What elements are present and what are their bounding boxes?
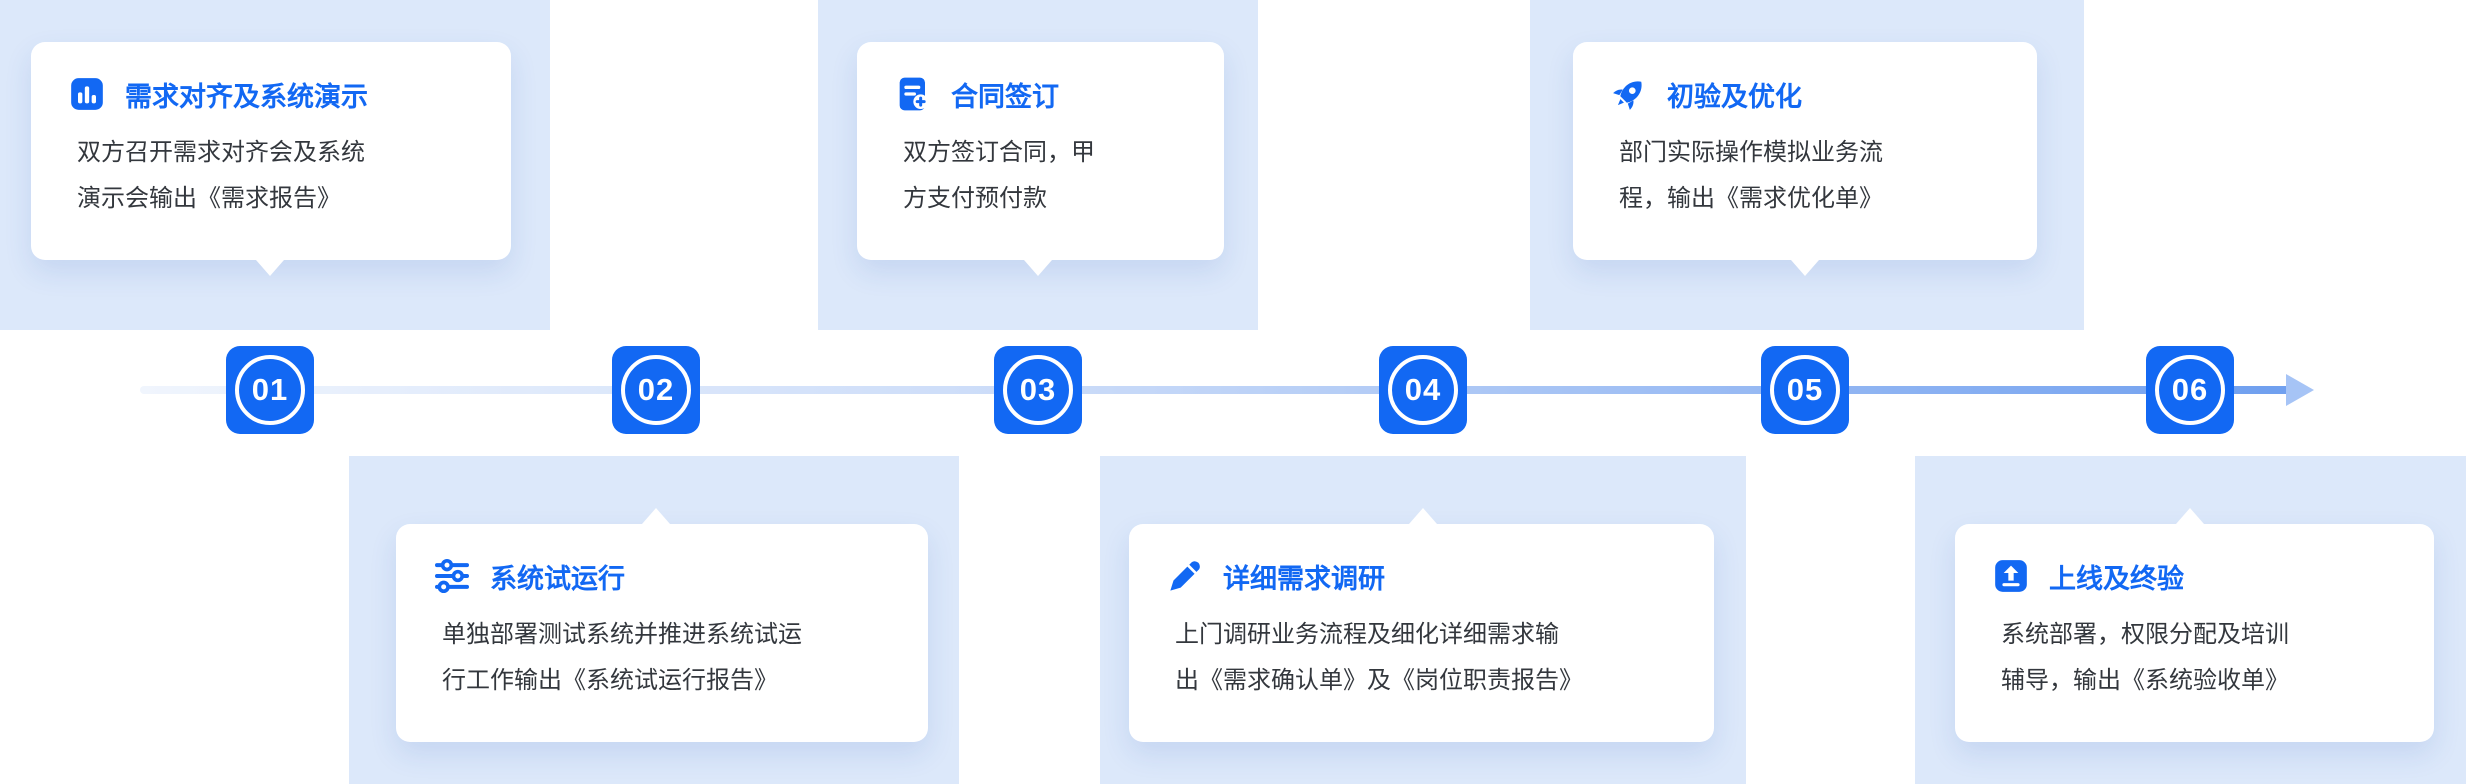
step-title: 需求对齐及系统演示 (125, 81, 368, 112)
card-pointer (642, 508, 670, 524)
timeline-line (140, 386, 2290, 394)
contract-icon (893, 74, 933, 114)
card-pointer (2176, 508, 2204, 524)
badge-ring: 05 (1770, 355, 1840, 425)
step-number: 05 (1786, 372, 1824, 407)
step-title: 合同签订 (951, 81, 1059, 112)
step-description: 双方召开需求对齐会及系统演示会输出《需求报告》 (77, 139, 365, 212)
badge-ring: 04 (1388, 355, 1458, 425)
card-pointer (1409, 508, 1437, 524)
step-5-card: 初验及优化 部门实际操作模拟业务流程，输出《需求优化单》 (1573, 42, 2037, 276)
step-description: 单独部署测试系统并推进系统试运行工作输出《系统试运行报告》 (442, 621, 802, 694)
step-title: 详细需求调研 (1223, 563, 1385, 594)
step-5-number-badge: 05 (1761, 346, 1849, 434)
badge-ring: 02 (621, 355, 691, 425)
step-4-number-badge: 04 (1379, 346, 1467, 434)
step-3-number-badge: 03 (994, 346, 1082, 434)
rocket-icon (1609, 74, 1649, 114)
step-number: 01 (251, 372, 289, 407)
step-1-number-badge: 01 (226, 346, 314, 434)
step-3-card: 合同签订 双方签订合同，甲方支付预付款 (857, 42, 1224, 276)
step-number: 04 (1404, 372, 1442, 407)
step-2-card: 系统试运行 单独部署测试系统并推进系统试运行工作输出《系统试运行报告》 (396, 508, 928, 742)
pen-icon (1165, 556, 1205, 596)
step-description: 部门实际操作模拟业务流程，输出《需求优化单》 (1619, 139, 1883, 212)
upload-icon (1991, 556, 2031, 596)
step-6-number-badge: 06 (2146, 346, 2234, 434)
timeline-arrow-icon (2286, 374, 2314, 406)
step-1-card: 需求对齐及系统演示 双方召开需求对齐会及系统演示会输出《需求报告》 (31, 42, 511, 276)
step-4-card: 详细需求调研 上门调研业务流程及细化详细需求输出《需求确认单》及《岗位职责报告》 (1129, 508, 1714, 742)
step-2-number-badge: 02 (612, 346, 700, 434)
step-number: 02 (637, 372, 675, 407)
badge-ring: 01 (235, 355, 305, 425)
step-number: 06 (2171, 372, 2209, 407)
step-description: 系统部署，权限分配及培训辅导，输出《系统验收单》 (2001, 621, 2289, 694)
card-pointer (1024, 260, 1052, 276)
sliders-icon (432, 556, 472, 596)
step-title: 系统试运行 (490, 563, 625, 594)
bar-chart-icon (67, 74, 107, 114)
step-description: 上门调研业务流程及细化详细需求输出《需求确认单》及《岗位职责报告》 (1175, 621, 1583, 694)
card-pointer (1791, 260, 1819, 276)
step-title: 上线及终验 (2049, 563, 2184, 594)
step-6-card: 上线及终验 系统部署，权限分配及培训辅导，输出《系统验收单》 (1955, 508, 2434, 742)
step-title: 初验及优化 (1667, 81, 1802, 112)
step-number: 03 (1019, 372, 1057, 407)
card-pointer (256, 260, 284, 276)
badge-ring: 06 (2155, 355, 2225, 425)
badge-ring: 03 (1003, 355, 1073, 425)
step-description: 双方签订合同，甲方支付预付款 (903, 139, 1095, 212)
